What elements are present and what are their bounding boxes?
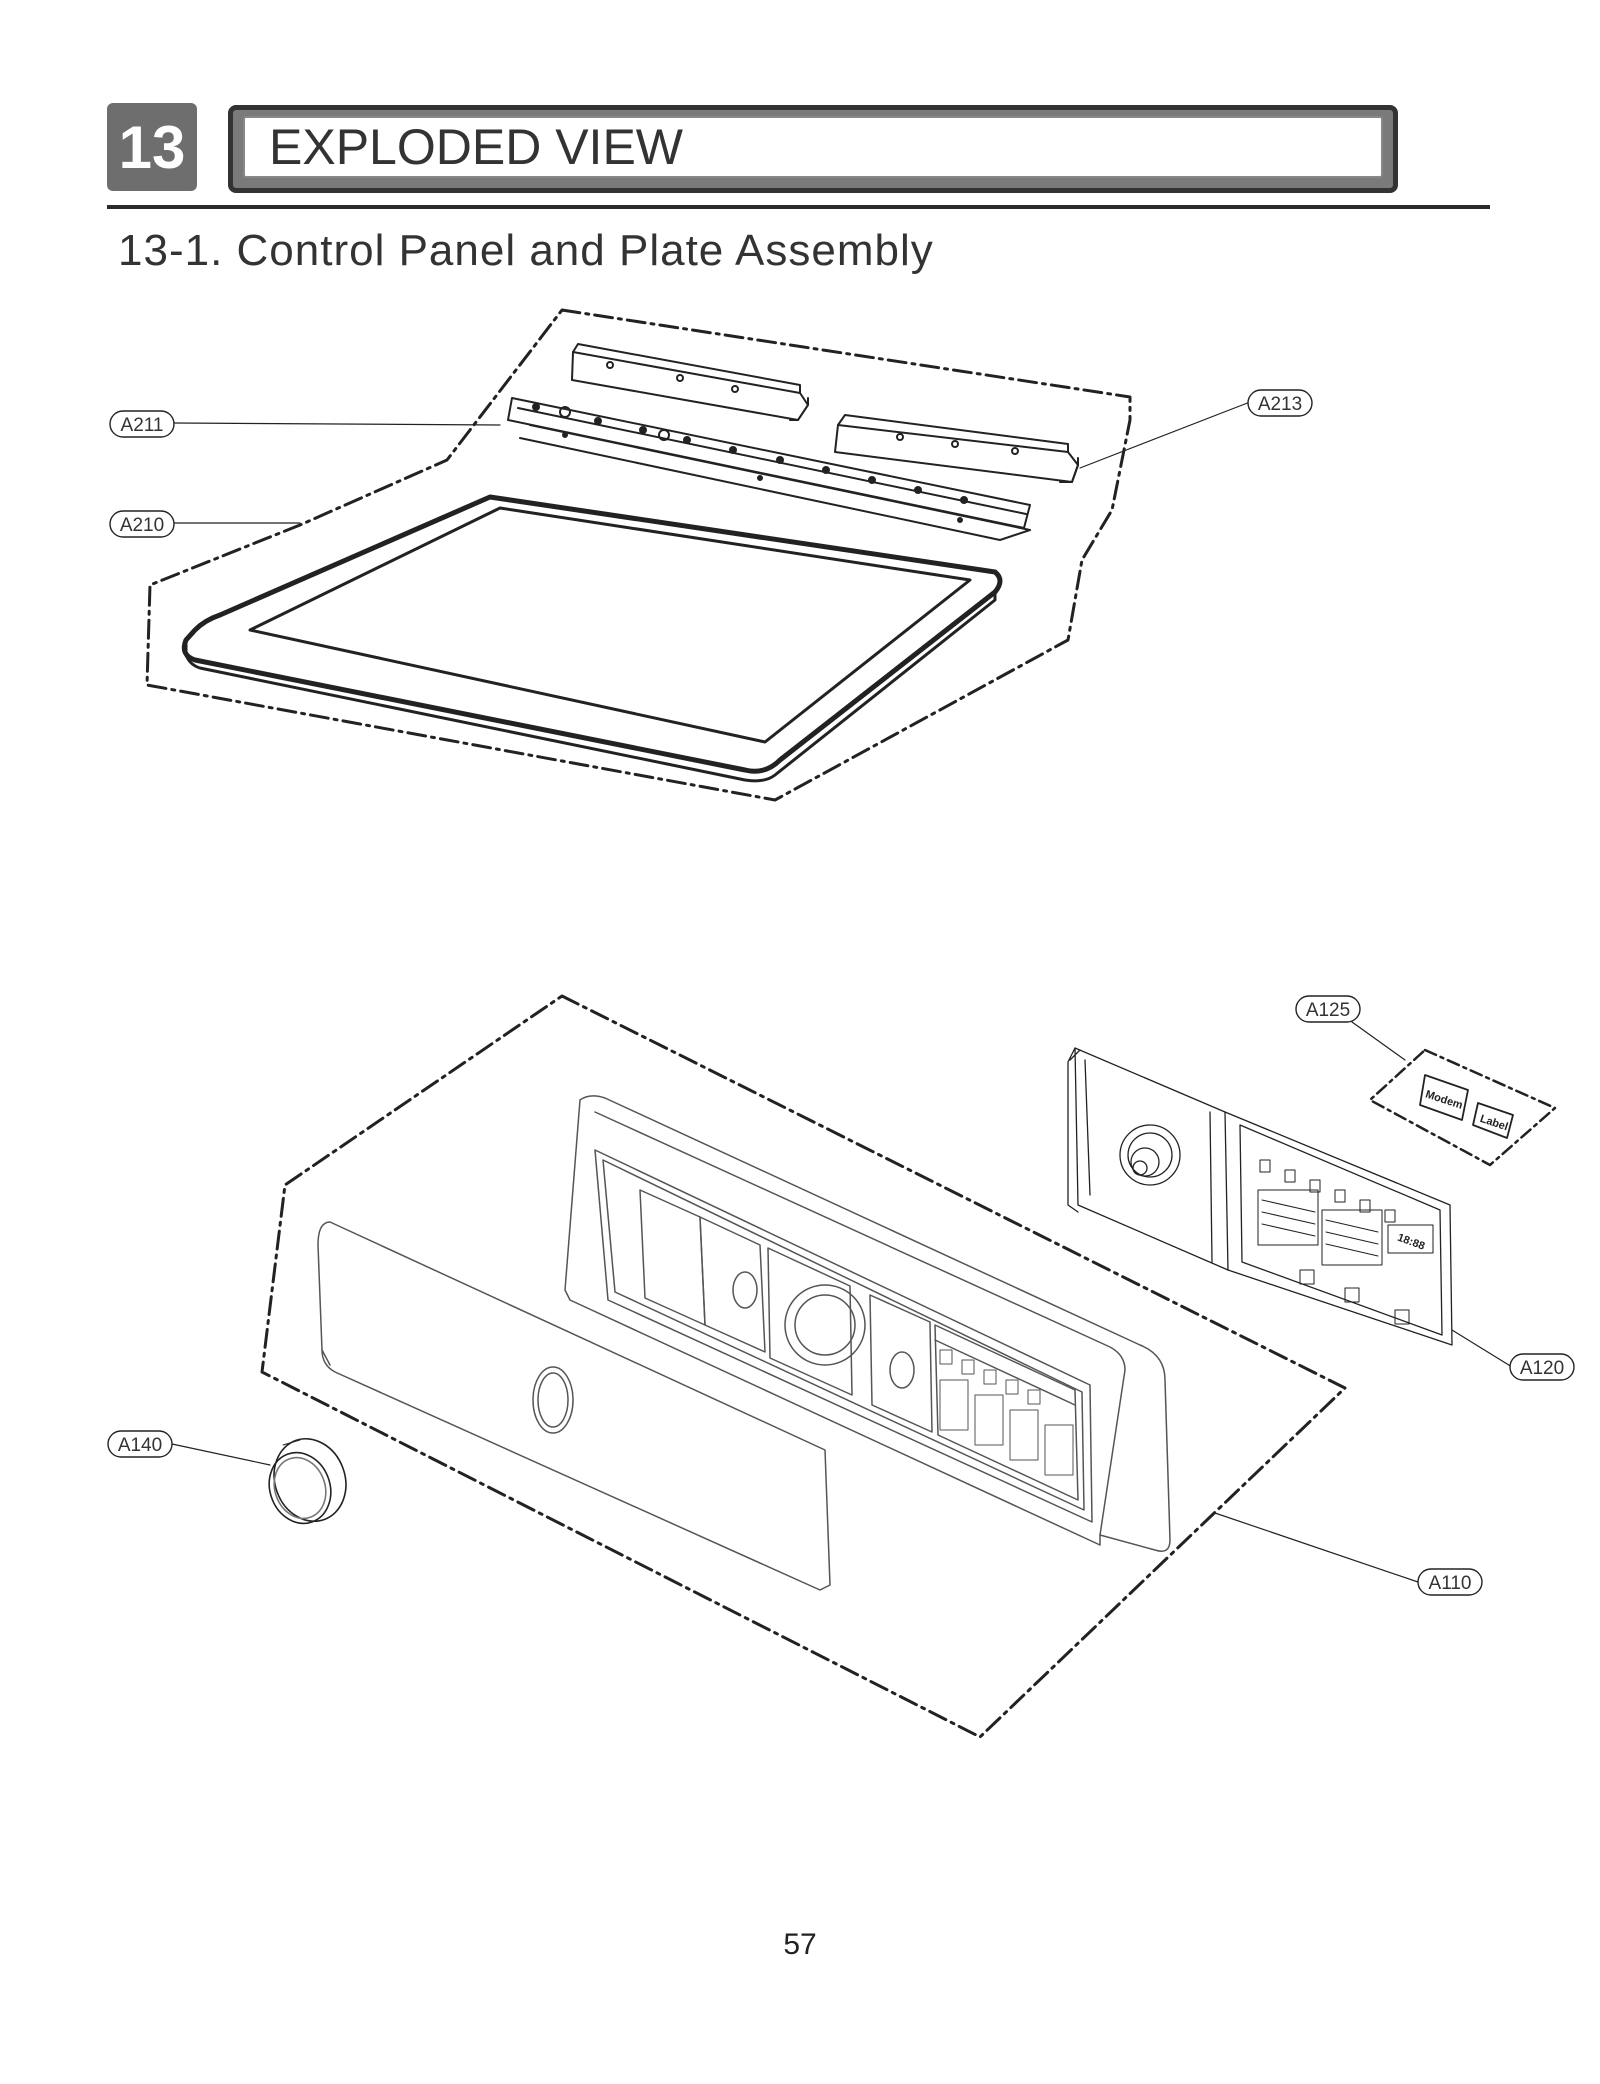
- a125-leader: [1351, 1021, 1406, 1061]
- chapter-title: EXPLODED VIEW: [243, 116, 1383, 178]
- page-number: 57: [783, 1928, 817, 1961]
- a120-leader: [1451, 1329, 1513, 1368]
- a110-callout: A110: [1429, 1573, 1472, 1594]
- a211-leader: [174, 422, 501, 426]
- a140-callout: A140: [118, 1435, 162, 1456]
- a210-callout-pill: [109, 510, 175, 538]
- a213-leader: [1079, 401, 1251, 469]
- knob-part: [268, 1437, 347, 1525]
- top-assembly-boundary: [145, 308, 1132, 802]
- a213-callout-pill: [1247, 389, 1313, 417]
- a125-callout-pill: [1295, 995, 1361, 1023]
- bottom-assembly-boundary: [260, 994, 1347, 1739]
- label-tag-text: Label: [1478, 1113, 1509, 1133]
- a120-callout-pill: [1509, 1353, 1575, 1381]
- control-panel-part: [317, 1095, 1171, 1591]
- a211-callout: A211: [121, 415, 164, 436]
- a125-callout: A125: [1306, 1000, 1350, 1021]
- a210-callout: A210: [120, 515, 164, 536]
- control-board-part: [1067, 1047, 1453, 1346]
- title-divider: [107, 205, 1490, 209]
- label-tag: [1472, 1102, 1514, 1139]
- panel-button-grid: [939, 1349, 1074, 1476]
- section-title: 13-1. Control Panel and Plate Assembly: [118, 226, 934, 275]
- a213-callout: A213: [1258, 394, 1302, 415]
- a211-callout-pill: [109, 410, 175, 438]
- board-button-grid: [1257, 1159, 1434, 1325]
- board-display-text: 18:88: [1396, 1232, 1427, 1253]
- end-cap-left-part: [571, 343, 809, 421]
- a120-callout: A120: [1520, 1358, 1564, 1379]
- a110-callout-pill: [1417, 1568, 1483, 1596]
- a110-leader: [1214, 1512, 1419, 1583]
- modem-tag: [1419, 1074, 1469, 1121]
- modem-label-boundary: [1368, 1048, 1557, 1167]
- chapter-number-badge: 13: [107, 103, 197, 191]
- bracket-rail-part: [507, 397, 1031, 541]
- end-cap-right-part: [834, 414, 1079, 483]
- a140-leader: [171, 1443, 271, 1466]
- a140-callout-pill: [107, 1430, 173, 1458]
- chapter-title-frame: EXPLODED VIEW: [228, 105, 1398, 193]
- top-plate-part: [181, 494, 1003, 783]
